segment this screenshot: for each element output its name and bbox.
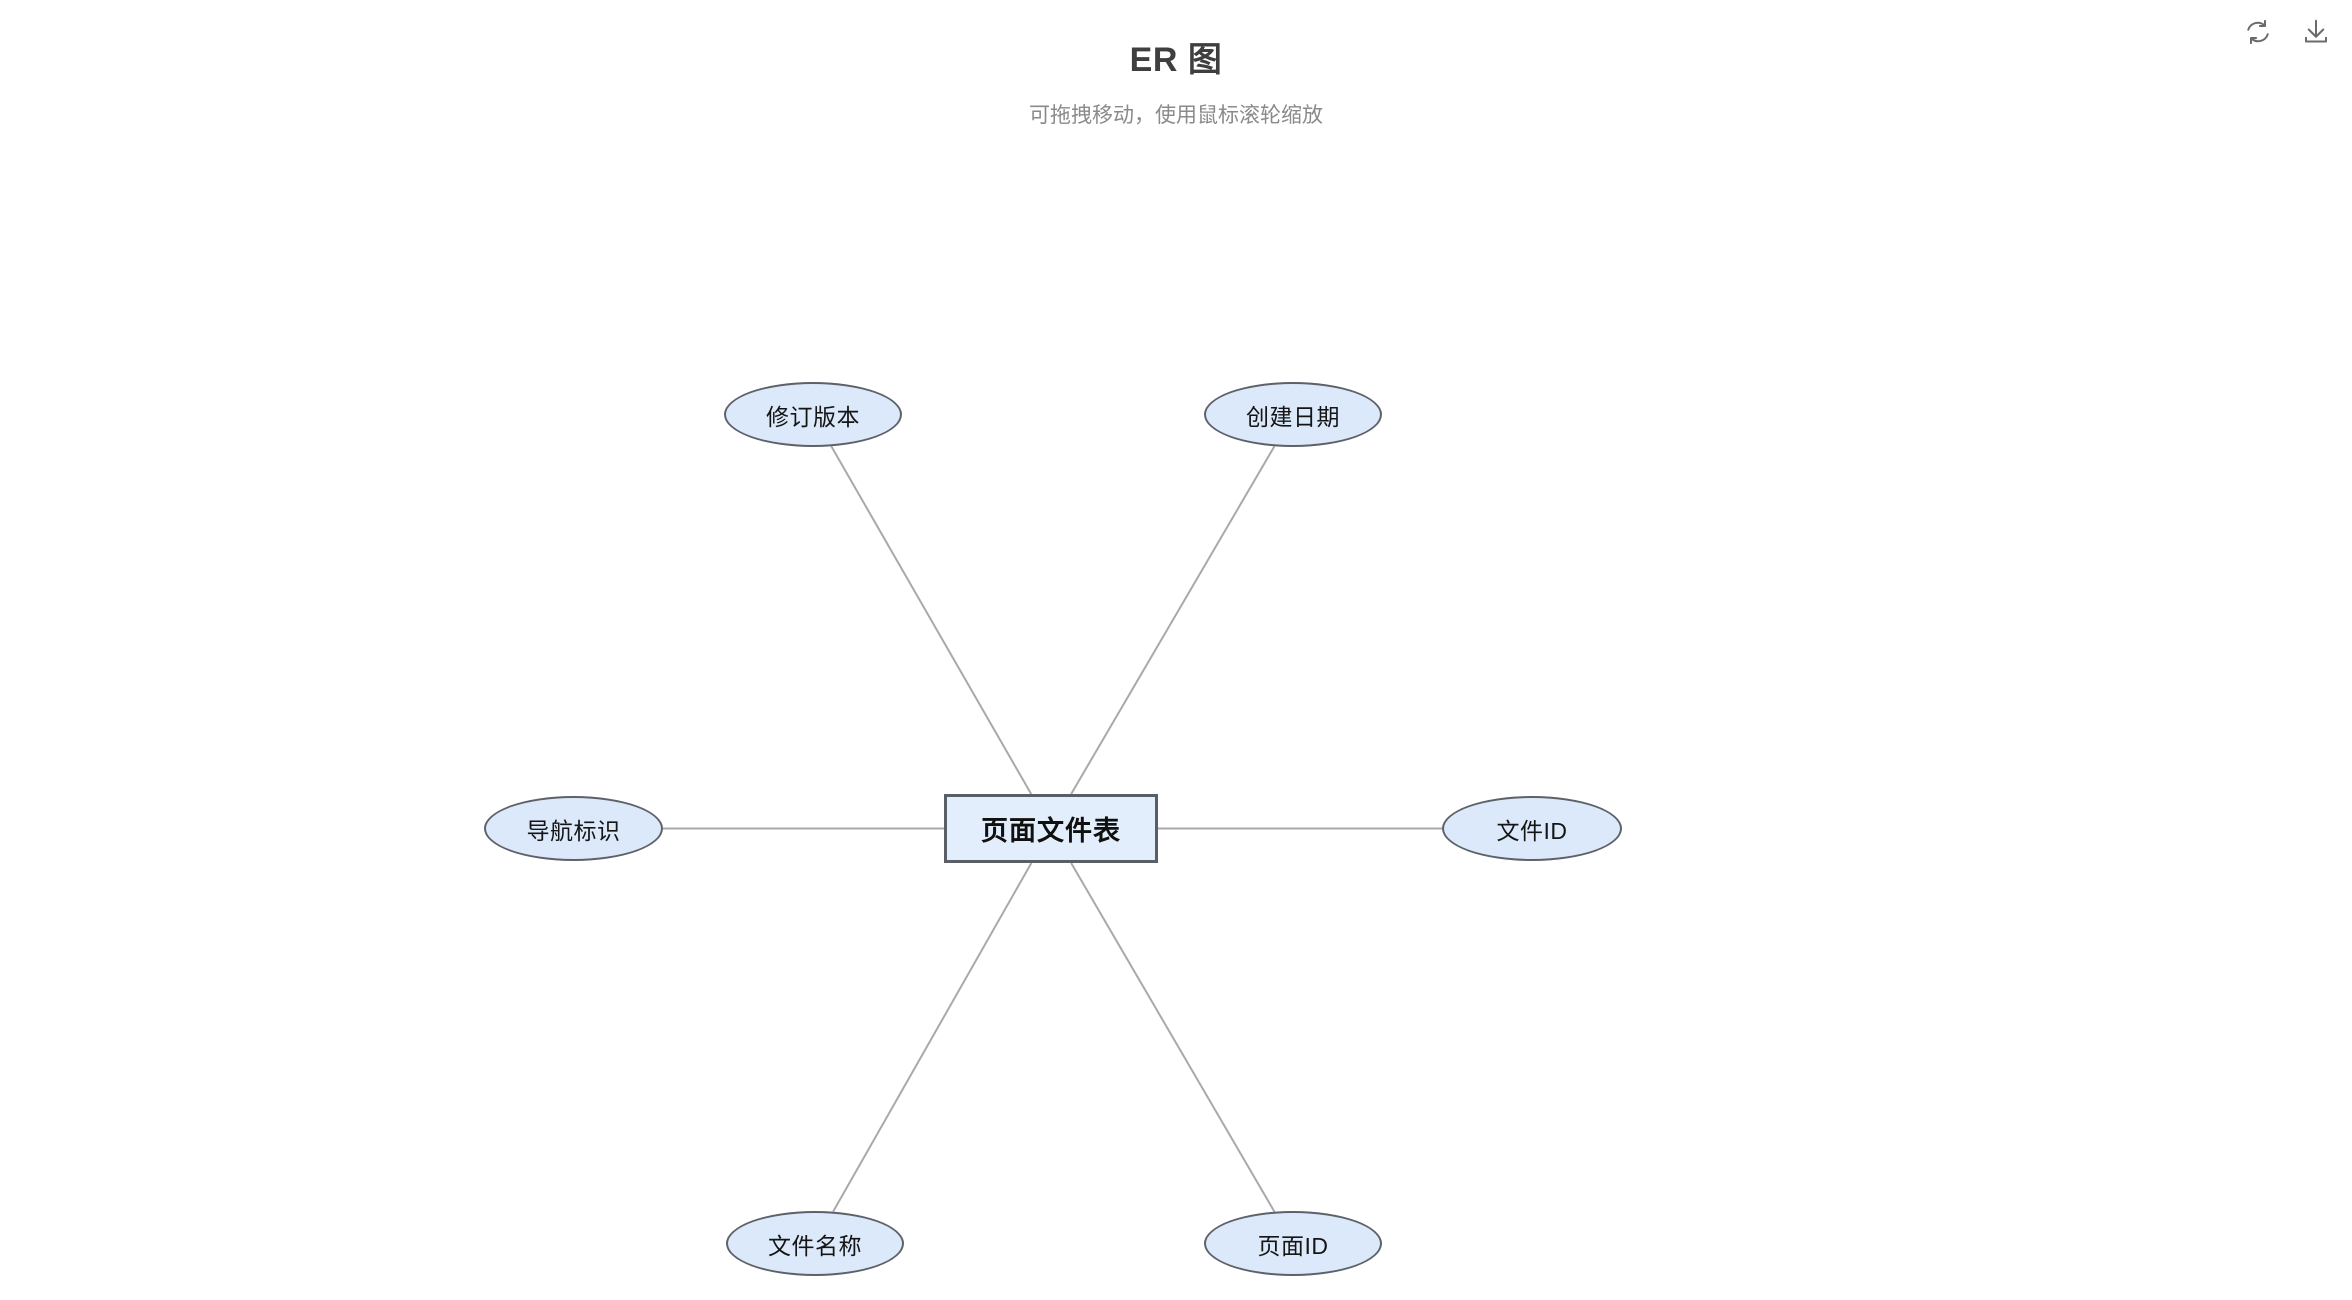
er-attribute-label: 页面ID bbox=[1257, 1232, 1329, 1259]
download-button[interactable] bbox=[2296, 12, 2336, 52]
refresh-icon bbox=[2243, 17, 2273, 47]
reset-view-button[interactable] bbox=[2238, 12, 2278, 52]
er-attribute-revision-version[interactable]: 修订版本 bbox=[724, 382, 902, 447]
er-edge bbox=[1070, 862, 1276, 1213]
er-attribute-label: 文件ID bbox=[1496, 817, 1568, 844]
er-attribute-label: 创建日期 bbox=[1246, 403, 1340, 430]
er-attribute-label: 修订版本 bbox=[766, 403, 860, 430]
er-attribute-page-id[interactable]: 页面ID bbox=[1204, 1211, 1382, 1276]
er-entity-label: 页面文件表 bbox=[981, 816, 1121, 846]
er-attribute-nav-identifier[interactable]: 导航标识 bbox=[484, 796, 663, 861]
toolbar bbox=[2238, 12, 2336, 52]
er-edge bbox=[832, 862, 1033, 1213]
er-attribute-create-date[interactable]: 创建日期 bbox=[1204, 382, 1382, 447]
er-attribute-label: 文件名称 bbox=[768, 1232, 862, 1259]
er-edge bbox=[830, 445, 1033, 795]
er-attribute-file-id[interactable]: 文件ID bbox=[1442, 796, 1622, 861]
er-edge bbox=[1070, 445, 1276, 795]
er-attribute-label: 导航标识 bbox=[526, 817, 621, 844]
er-entity-page-file-table[interactable]: 页面文件表 bbox=[944, 794, 1158, 863]
er-attribute-file-name[interactable]: 文件名称 bbox=[726, 1211, 904, 1276]
download-icon bbox=[2301, 17, 2331, 47]
